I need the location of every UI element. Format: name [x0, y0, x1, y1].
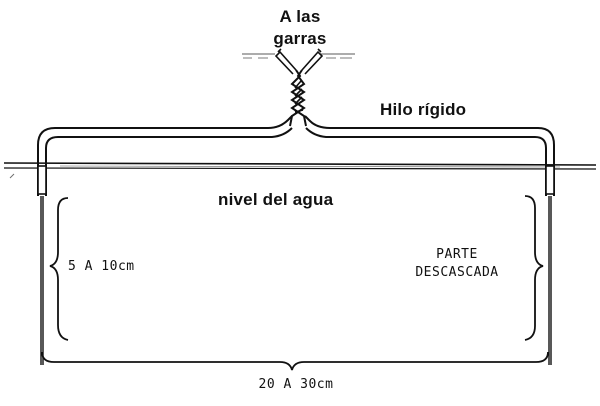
left-electrode [37, 165, 47, 365]
faint-scribble [242, 53, 355, 59]
spacing-brace [41, 351, 549, 371]
stripped-label-line1: PARTE [436, 247, 478, 262]
clips-label-line1: A las [279, 7, 321, 26]
right-electrode [545, 165, 555, 365]
water-level-label: nivel del agua [218, 190, 334, 209]
rigid-wire-frame [37, 115, 555, 196]
depth-range-label: 5 A 10cm [68, 259, 135, 274]
clips-label-line2: garras [273, 29, 327, 48]
rigid-wire-label: Hilo rígido [380, 100, 467, 119]
stripped-brace [524, 195, 544, 341]
spacing-range-label: 20 A 30cm [258, 377, 334, 392]
water-surface-line [3, 162, 597, 170]
twisted-wires [274, 48, 324, 127]
stripped-label-line2: DESCASCADA [415, 265, 499, 280]
depth-brace [49, 197, 69, 341]
